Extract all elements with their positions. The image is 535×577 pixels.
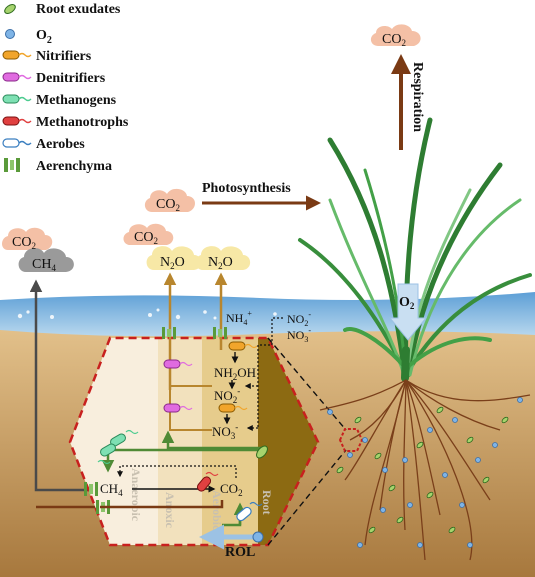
ch4-box-label: CH4 [100,481,123,498]
legend-label: Nitrifiers [36,49,92,64]
nh2oh-label: NH2OH [214,365,256,382]
nh4-top-label: NH4+ [226,309,252,327]
legend-label: Denitrifiers [36,71,106,86]
oxygen-icon [5,29,15,39]
no2-top-label: NO2- [287,310,311,328]
aerenchyma-surface-left [162,327,176,339]
nitrate-input-dotted [258,317,283,346]
svg-text:CO2: CO2 [134,230,158,246]
svg-text:N2O: N2O [160,255,185,271]
aerenchyma-left-upper [84,482,98,496]
o2-plant-label: O2 [399,295,415,311]
oxygen-bubbles-on-roots [327,397,523,548]
legend-label: Aerobes [36,137,85,152]
co2-ch4-cloud-left: CO2 CH4 [2,227,74,273]
hexagon-outline [68,336,320,547]
root-system [319,379,531,561]
legend-item-oxygen: O2 [5,28,52,46]
denitrifier-upper [163,359,193,369]
nitrifier-icon [2,50,20,60]
svg-text:CO2: CO2 [12,235,36,251]
zone-label-aerobic: Aerobic [210,490,224,531]
no3-top-label: NO3- [287,326,311,344]
legend-label: Aerenchyma [36,159,112,174]
denitrifier-lower [163,403,193,413]
legend-label: Methanotrophs [36,115,129,130]
zone-label-anaerobic: Anaerobic [129,468,143,522]
o2-plant-arrow [388,283,428,341]
oxygen-rol-icon [252,531,264,543]
legend: Root exudates O2 Nitrifiers Denitrifiers… [2,2,129,174]
no2-mid-label: NO2- [214,386,240,405]
co2-cloud-respiration: CO2 [370,24,421,48]
zone-label-root: Root [260,490,274,515]
zone-label-anoxic: Anoxic [163,492,177,529]
no3-mid-label: NO3- [212,422,238,441]
svg-text:O2: O2 [36,28,52,46]
legend-item-methanogens: Methanogens [2,93,117,108]
svg-text:CO2: CO2 [156,197,180,213]
aerobe-icon [2,138,20,148]
root-exudates-on-roots [336,406,509,534]
legend-item-root-exudates: Root exudates [4,2,121,17]
legend-item-aerenchyma: Aerenchyma [4,158,112,174]
co2-box-label: CO2 [220,481,243,498]
aerenchyma-icon [4,158,20,172]
denitrifier-icon [2,72,20,82]
n2o-cloud-right: N2O [195,246,251,271]
respiration-label: Respiration [410,62,425,132]
legend-label-sub: 2 [47,35,52,46]
root-exudate-icon [4,4,16,14]
legend-item-aerobes: Aerobes [2,137,85,152]
ch4-emission-arrow [29,279,100,492]
water-bubbles [17,308,277,320]
co2-cloud-photosynthesis: CO2 [144,188,196,213]
legend-item-denitrifiers: Denitrifiers [2,71,106,86]
nitrifier-top [228,341,258,351]
svg-text:N2O: N2O [208,255,233,271]
svg-text:CO2: CO2 [382,32,406,48]
rice-plant [298,117,532,382]
exudate-flow-upper [161,430,262,450]
rol-label: ROL [225,545,255,560]
zoom-hexagon [338,428,364,452]
co2-n2o-cloud-mid: CO2 N2O [123,223,202,271]
methanotroph-box [196,471,219,492]
legend-item-nitrifiers: Nitrifiers [2,49,92,64]
nitrifier-mid [218,403,248,413]
methanogen-cluster [97,429,139,465]
methanogen-icon [2,94,20,104]
photosynthesis-label: Photosynthesis [202,181,291,196]
zone-root [258,338,318,545]
legend-label: O [36,28,47,43]
legend-item-methanotrophs: Methanotrophs [2,115,129,130]
legend-label: Methanogens [36,93,117,108]
root-exudate-box [256,445,268,459]
aerenchyma-surface-right [213,327,227,339]
aerobe-box [236,501,263,522]
svg-text:CH4: CH4 [32,257,56,273]
legend-label: Root exudates [36,2,121,17]
methanotroph-icon [2,116,20,126]
